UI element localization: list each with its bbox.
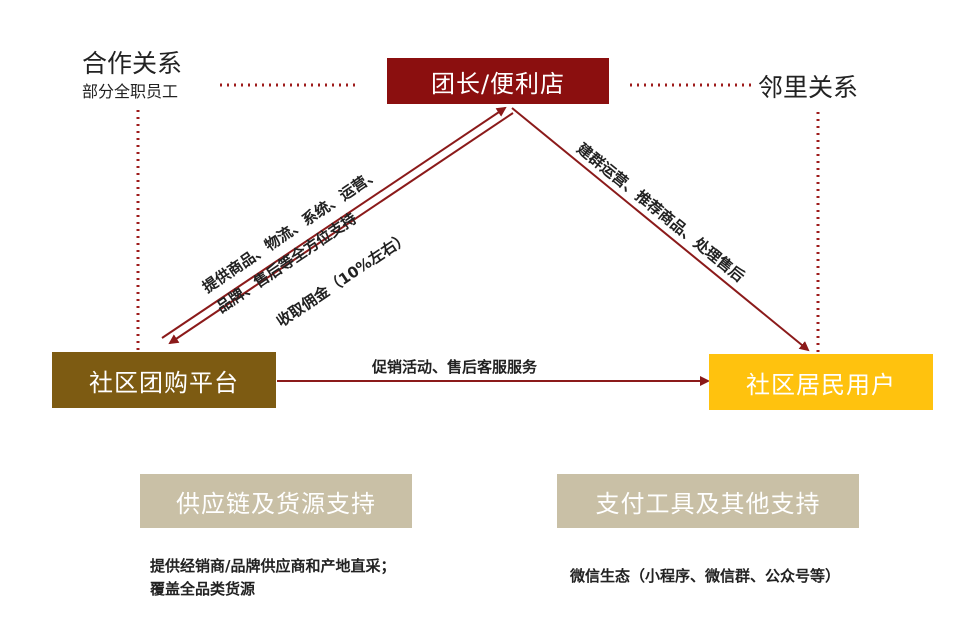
leader-store-node: 团长/便利店 xyxy=(387,58,609,104)
neighbor-title: 邻里关系 xyxy=(758,73,859,102)
residents-label: 社区居民用户 xyxy=(746,370,896,399)
residents-node: 社区居民用户 xyxy=(709,354,933,410)
supply-chain-label: 供应链及货源支持 xyxy=(176,489,376,518)
payment-node: 支付工具及其他支持 xyxy=(557,474,859,528)
platform-node: 社区团购平台 xyxy=(52,352,276,408)
arrow-leader-to-residents xyxy=(511,107,810,352)
platform-label: 社区团购平台 xyxy=(89,368,239,397)
arrow-leader-to-platform xyxy=(168,112,514,345)
supply-description-line2: 覆盖全品类货源 xyxy=(150,580,256,598)
leader-store-label: 团长/便利店 xyxy=(430,69,566,98)
promotion-service-label: 促销活动、售后客服服务 xyxy=(372,358,538,376)
payment-description: 微信生态（小程序、微信群、公众号等） xyxy=(570,567,841,585)
cooperation-subtitle: 部分全职员工 xyxy=(82,82,179,101)
supply-description-line1: 提供经销商/品牌供应商和产地直采； xyxy=(150,557,396,575)
supply-chain-node: 供应链及货源支持 xyxy=(140,474,412,528)
payment-label: 支付工具及其他支持 xyxy=(595,489,821,518)
cooperation-title: 合作关系 xyxy=(82,49,183,78)
arrow-platform-to-leader xyxy=(161,106,507,339)
